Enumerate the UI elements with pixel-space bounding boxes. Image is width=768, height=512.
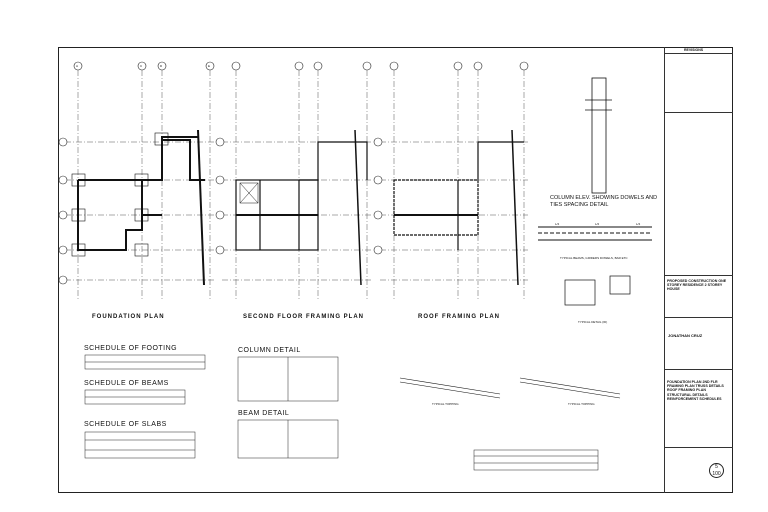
typical-beam-note: TYPICAL BEAMS, GIRDERS DOWELS, BAR ETC [560,256,628,260]
second-floor-plan-title: SECOND FLOOR FRAMING PLAN [243,314,364,320]
title-block: REVISIONS PROPOSED CONSTRUCTION ONE STOR… [664,47,733,493]
drawing-sheet [58,47,733,493]
beam-detail-title: BEAM DETAIL [238,410,290,417]
dim-l4-left: L/4 [555,222,560,226]
column-elev-title: COLUMN ELEV. SHOWING DOWELS AND TIES SPA… [550,195,658,208]
revisions-label: REVISIONS [684,48,704,52]
typical-detail [564,275,631,306]
roof-beams [393,141,524,250]
revisions-table [664,53,733,113]
truss-label-2: TYPICAL TOPPING [568,402,595,406]
schedule-footing-title: SCHEDULE OF FOOTING [84,345,178,352]
owner-cell: JONATHAN CRUZ [664,317,733,357]
typical-detail-label: TYPICAL DETAIL (ID) [578,320,608,324]
schedule-tables [84,354,599,471]
project-cell: PROPOSED CONSTRUCTION ONE STOREY RESIDEN… [664,275,733,303]
column-detail-title: COLUMN DETAIL [238,347,301,354]
schedule-slabs-title: SCHEDULE OF SLABS [84,421,167,428]
grid-label-a: A [76,64,79,68]
grid-label-e: E [208,64,211,68]
column-elev-detail [585,77,612,194]
grid-bubbles [58,61,529,285]
roof-plan-title: ROOF FRAMING PLAN [418,314,500,320]
truss-label-1: TYPICAL TOPPING [432,402,459,406]
project-name: PROPOSED CONSTRUCTION ONE STOREY RESIDEN… [667,279,727,292]
dim-l4-right: L/4 [636,222,641,226]
sheet-contents-cell: FOUNDATION PLAN 2ND FLR FRAMING PLAN TRU… [664,369,733,409]
owner-name: JONATHAN CRUZ [668,333,703,338]
trusses [399,377,621,399]
grid-label-d: D [160,64,163,68]
dim-l2: L/2 [595,222,600,226]
grid-label-c: C [140,64,143,68]
foundation-walls [77,136,205,251]
second-floor-beams [235,141,368,251]
footings [71,132,169,257]
schedule-beams-title: SCHEDULE OF BEAMS [84,380,169,387]
sheet-contents: FOUNDATION PLAN 2ND FLR FRAMING PLAN TRU… [667,380,724,401]
foundation-plan-title: FOUNDATION PLAN [92,314,165,320]
beam-detail [538,226,652,241]
